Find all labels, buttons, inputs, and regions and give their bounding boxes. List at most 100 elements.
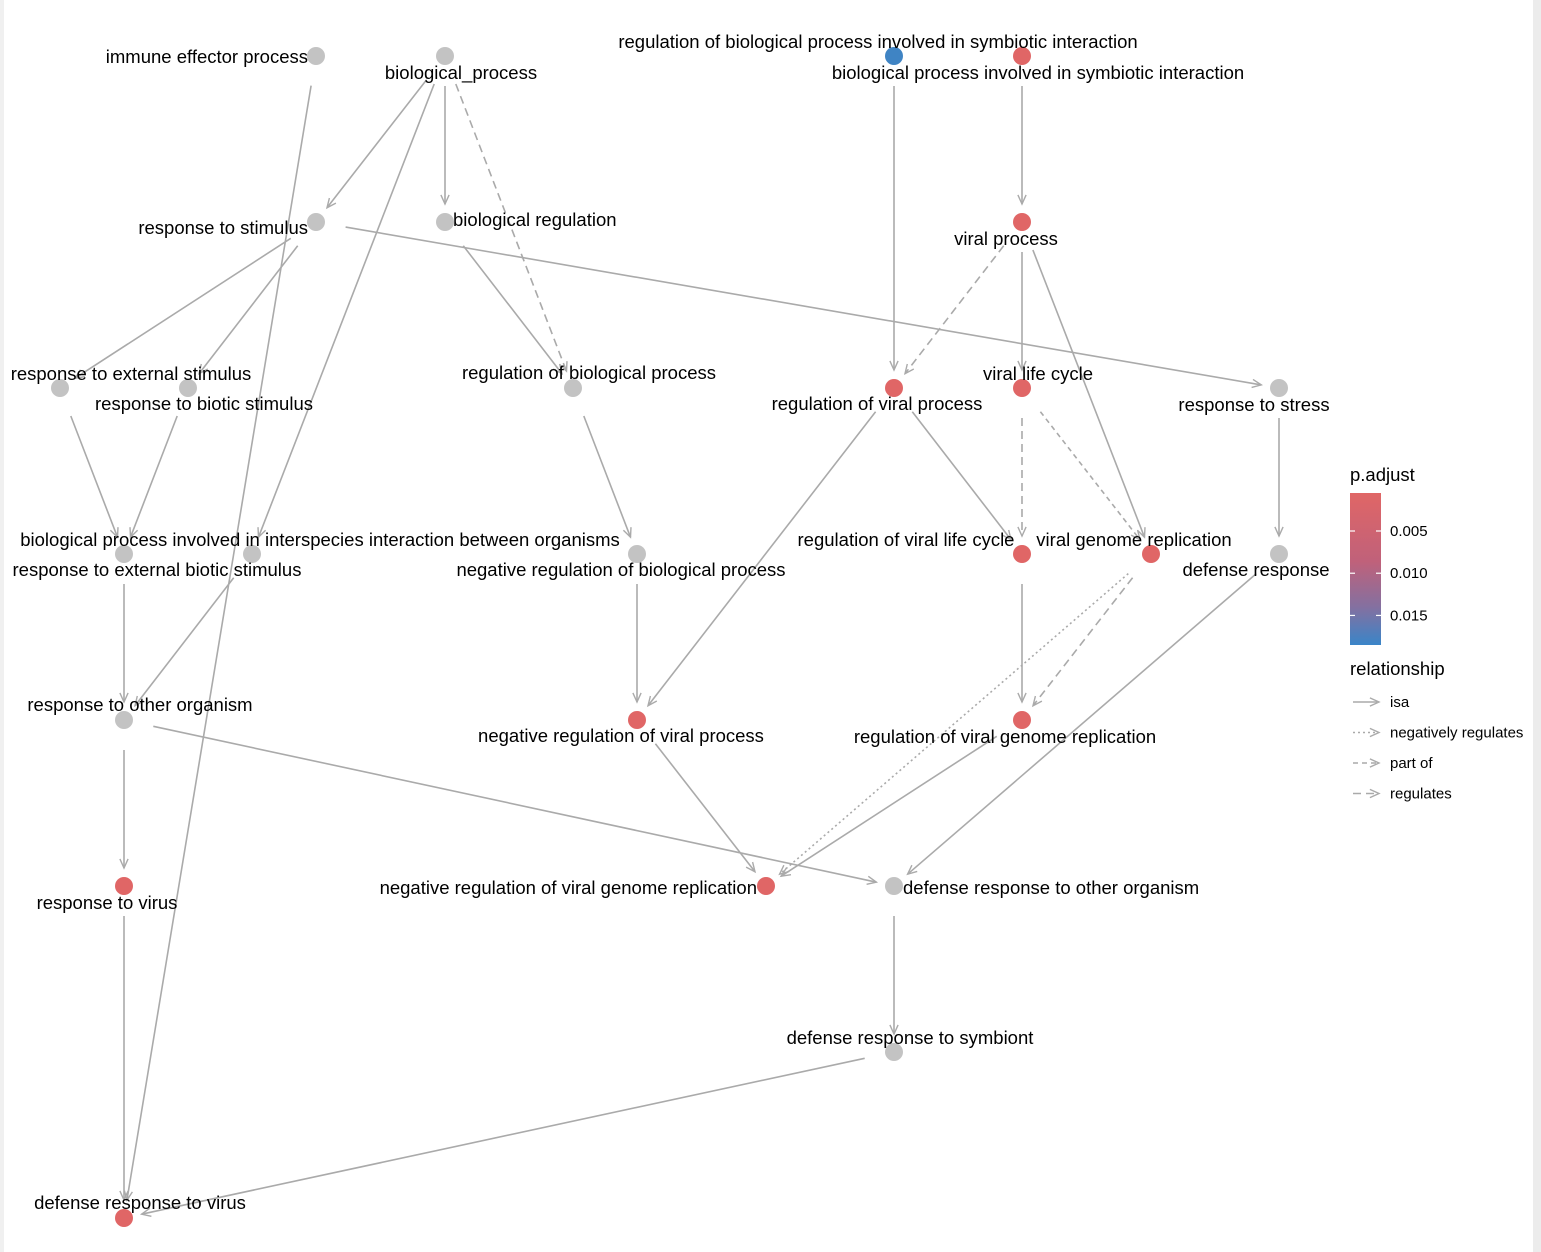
edge-reg_viral_process-to-reg_viral_life_cycle (911, 411, 1013, 542)
edge-arrowhead (129, 527, 139, 539)
edge-reg_viral_life_cycle-to-reg_viral_genome_rep (1017, 584, 1027, 704)
edge-biological_process-to-response_stimulus (325, 79, 428, 210)
node-label-response-external: response to external stimulus (11, 363, 252, 384)
node-label-neg-reg-viral-genome: negative regulation of viral genome repl… (380, 877, 757, 898)
edge-arrowhead (1274, 526, 1284, 538)
edge-reg_viral_genome_rep-to-neg_reg_viral_genome (779, 735, 998, 878)
relationship-key-arrowhead (1369, 727, 1381, 738)
edge-line-regulates (904, 245, 1005, 375)
edge-response_ext_biotic-to-response_other (119, 584, 129, 704)
edge-line-isa (129, 415, 178, 538)
edge-arrowhead (903, 363, 915, 376)
node-reg-symbiotic (885, 47, 903, 65)
nodes-layer (51, 47, 1288, 1227)
node-symbiotic (1013, 47, 1031, 65)
node-neg-reg-viral-genome (757, 877, 775, 895)
node-label-reg-symbiotic: regulation of biological process involve… (618, 31, 1137, 52)
node-label-viral-genome-replication: viral genome replication (1036, 529, 1231, 550)
node-label-reg-viral-genome-rep: regulation of viral genome replication (854, 726, 1156, 747)
node-label-defense-response: defense response (1182, 559, 1329, 580)
edge-arrowhead (119, 858, 129, 870)
node-viral-genome-replication (1142, 545, 1160, 563)
node-interspecies (243, 545, 261, 563)
edge-arrowhead (778, 864, 790, 876)
edge-arrowhead (1017, 526, 1027, 538)
edge-arrowhead (119, 692, 129, 704)
edge-response_stimulus-to-response_biotic (197, 245, 299, 376)
edge-line-isa (198, 245, 299, 375)
edge-line-isa (780, 735, 998, 877)
node-label-defense-virus: defense response to virus (34, 1192, 246, 1213)
edge-arrowhead (632, 692, 642, 704)
node-viral-process (1013, 213, 1031, 231)
edge-response_other-to-defense_other (153, 725, 879, 885)
relationship-key-arrowhead (1369, 697, 1381, 707)
node-viral-life-cycle (1013, 379, 1031, 397)
node-label-neg-reg-viral-process: negative regulation of viral process (478, 725, 764, 746)
edge-arrowhead (552, 363, 564, 376)
p-adjust-colorbar (1350, 493, 1381, 645)
right-frame-edge (1533, 0, 1541, 1252)
node-reg-viral-genome-rep (1013, 711, 1031, 729)
edge-reg_bio_process-to-neg_reg_bio (583, 415, 632, 539)
node-label-response-virus: response to virus (37, 892, 178, 913)
edge-viral_life_cycle-to-viral_genome_replication (1039, 411, 1142, 542)
node-neg-reg-viral-process (628, 711, 646, 729)
edge-arrowhead (1031, 695, 1043, 708)
node-defense-virus (115, 1209, 133, 1227)
node-label-response-biotic: response to biotic stimulus (95, 393, 313, 414)
edge-response_biotic-to-response_ext_biotic (129, 415, 178, 539)
edge-biological_process-to-reg_bio_process (455, 83, 568, 373)
node-label-viral-life-cycle: viral life cycle (983, 363, 1093, 384)
edge-line-isa (126, 85, 312, 1201)
relationship-key-label: part of (1390, 755, 1433, 772)
edge-line-isa (326, 79, 428, 209)
colorbar-tick-label: 0.015 (1390, 607, 1428, 624)
edge-arrowhead (558, 361, 568, 373)
node-reg-viral-process (885, 379, 903, 397)
edge-line-regulates (1032, 577, 1134, 707)
relationship-key-arrowhead (1369, 758, 1381, 768)
edge-line-isa (345, 226, 1262, 386)
edge-arrowhead (73, 369, 86, 380)
node-label-response-stimulus: response to stimulus (138, 217, 308, 238)
node-label-symbiotic: biological process involved in symbiotic… (832, 62, 1244, 83)
node-label-response-stress: response to stress (1178, 394, 1329, 415)
node-response-stress (1270, 379, 1288, 397)
edge-viral_life_cycle-to-reg_viral_life_cycle (1017, 418, 1027, 538)
p-adjust-legend-title: p.adjust (1350, 464, 1415, 485)
edge-biological_process-to-biological_regulation (440, 86, 450, 206)
edge-arrowhead (197, 363, 209, 376)
edge-line-isa (911, 411, 1012, 541)
node-response-external (51, 379, 69, 397)
edge-arrowhead (779, 867, 792, 878)
edge-line-isa (141, 1057, 865, 1215)
edge-line-isa (583, 415, 632, 538)
node-label-biological-process: biological_process (385, 62, 537, 84)
edge-arrowhead (133, 695, 145, 708)
edge-response_other-to-response_virus (119, 750, 129, 870)
node-reg-bio-process (564, 379, 582, 397)
node-label-reg-viral-life-cycle: regulation of viral life cycle (798, 529, 1015, 550)
node-response-other (115, 711, 133, 729)
edge-arrowhead (1130, 529, 1142, 542)
edge-line-isa (462, 245, 563, 375)
edge-response_stimulus-to-response_external (73, 237, 292, 380)
edge-line-isa (647, 411, 877, 707)
edge-viral_genome_replication-to-neg_reg_viral_genome (778, 572, 1129, 876)
edge-viral_process-to-viral_genome_replication (1032, 249, 1146, 539)
relationship-key-isa: isa (1353, 694, 1410, 711)
edge-arrowhead (1017, 692, 1027, 704)
edge-arrowhead (1001, 529, 1013, 542)
node-reg-viral-life-cycle (1013, 545, 1031, 563)
edge-line-isa (257, 83, 435, 538)
colorbar-tick-label: 0.005 (1390, 523, 1428, 540)
edge-line-isa (1032, 249, 1146, 538)
edge-defense_response-to-defense_other (906, 572, 1257, 876)
edge-response_virus-to-defense_virus (119, 916, 129, 1202)
edge-line-part_of (1039, 411, 1141, 541)
edge-neg_reg_bio-to-neg_reg_viral_process (632, 584, 642, 704)
edge-reg_viral_process-to-neg_reg_viral_process (646, 411, 877, 708)
